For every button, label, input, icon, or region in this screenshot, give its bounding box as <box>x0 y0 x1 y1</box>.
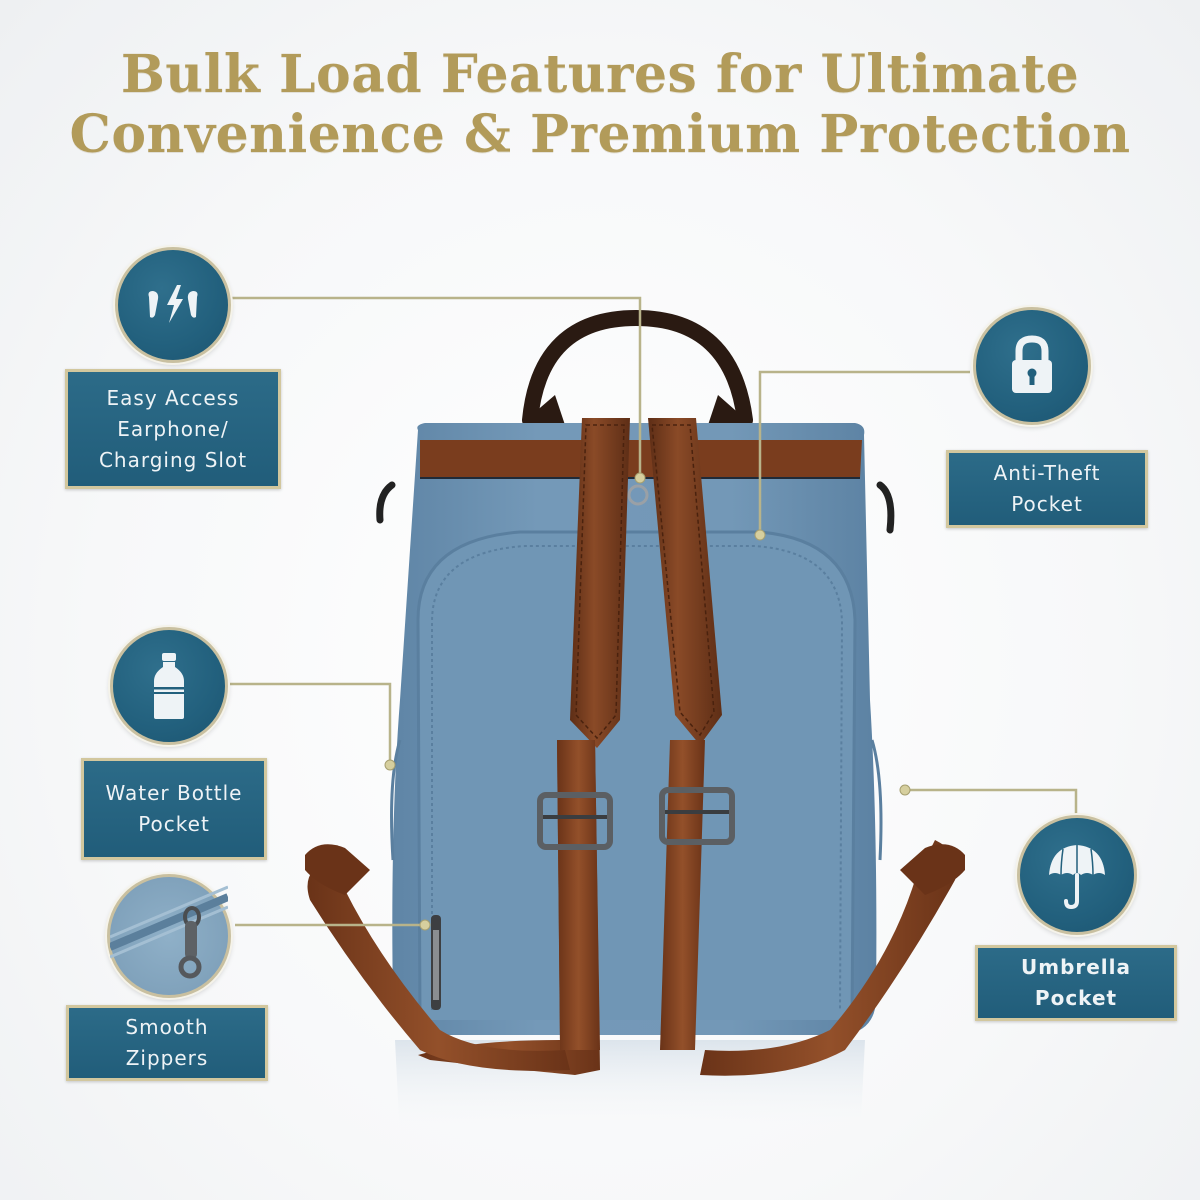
connector-earphone <box>232 296 642 478</box>
earphone-charging-badge <box>115 247 231 363</box>
title-line-1: Bulk Load Features for Ultimate <box>120 44 1080 105</box>
connector-water-bottle <box>230 682 392 765</box>
right-buckle <box>659 787 735 845</box>
feature-label-water-bottle: Water Bottle Pocket <box>81 758 267 860</box>
feature-label-zippers: Smooth Zippers <box>66 1005 268 1081</box>
label-line: Water Bottle <box>105 781 243 805</box>
left-shoulder-strap <box>570 418 630 748</box>
earbuds-charging-icon <box>148 285 198 323</box>
label-line: Easy Access <box>106 385 240 410</box>
left-buckle <box>537 792 613 850</box>
page-title: Bulk Load Features for Ultimate Convenie… <box>0 45 1200 165</box>
right-shoulder-strap <box>648 418 722 745</box>
label-line: Pocket <box>138 812 210 836</box>
label-line: Pocket <box>1011 492 1083 516</box>
anti-theft-badge <box>973 307 1091 425</box>
label-line: Anti-Theft <box>993 461 1101 485</box>
water-bottle-badge <box>110 627 228 745</box>
label-line: Earphone/ <box>117 416 229 441</box>
zippers-badge <box>107 874 231 998</box>
title-line-2: Convenience & Premium Protection <box>69 104 1131 165</box>
feature-label-anti-theft: Anti-Theft Pocket <box>946 450 1148 528</box>
feature-label-umbrella: Umbrella Pocket <box>975 945 1177 1021</box>
label-line: Smooth <box>125 1015 209 1039</box>
umbrella-icon <box>1049 845 1105 909</box>
water-bottle-icon <box>154 653 184 719</box>
connector-anti-theft <box>758 370 970 535</box>
connector-lines <box>230 296 1078 927</box>
top-handle <box>522 309 753 428</box>
padlock-icon <box>1012 335 1052 393</box>
front-pocket <box>416 530 857 1021</box>
label-line: Zippers <box>125 1046 209 1070</box>
feature-label-earphone: Easy Access Earphone/ Charging Slot <box>65 369 281 489</box>
connector-umbrella <box>905 788 1078 815</box>
label-line: Umbrella <box>1020 955 1132 979</box>
zipper-closeup-icon <box>110 885 228 979</box>
label-line: Charging Slot <box>98 447 248 472</box>
label-line: Pocket <box>1034 986 1118 1010</box>
umbrella-badge <box>1017 815 1137 935</box>
